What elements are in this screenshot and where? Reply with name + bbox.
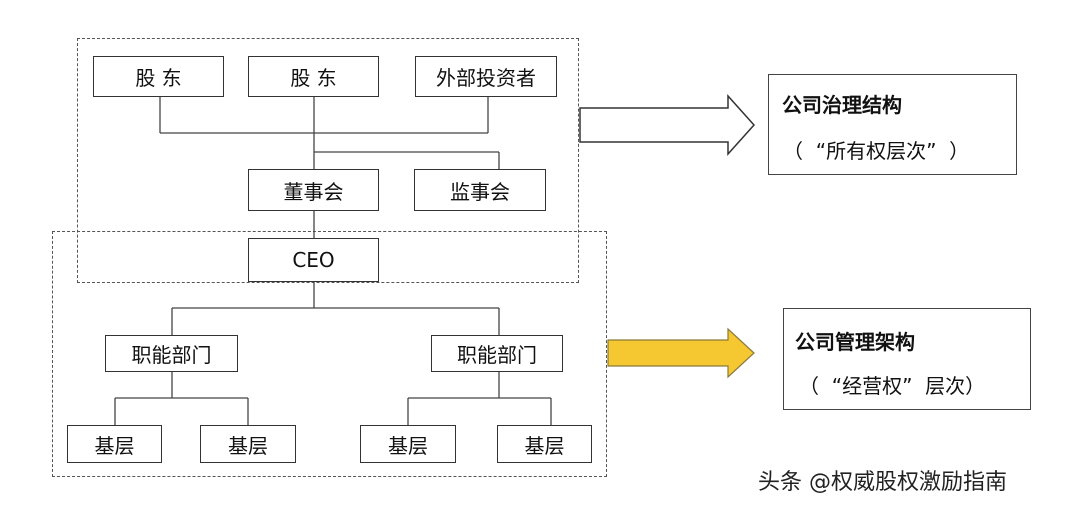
governance-group-outline [77, 38, 579, 283]
management-arrow [607, 327, 755, 379]
functional-dept-right-box: 职能部门 [431, 335, 563, 372]
management-label-box: 公司管理架构 （ “经营权” 层次） [783, 308, 1031, 410]
governance-subtitle: （ “所有权层次” ） [783, 139, 970, 163]
external-investors-box: 外部投资者 [415, 56, 557, 97]
supervisory-board-box: 监事会 [414, 169, 546, 211]
shareholder-box-2: 股 东 [248, 56, 379, 97]
ceo-box: CEO [248, 238, 379, 282]
board-box: 董事会 [248, 169, 379, 211]
management-subtitle: （ “经营权” 层次） [799, 374, 986, 398]
governance-arrow [579, 94, 756, 156]
shareholder-box-1: 股 东 [93, 56, 224, 97]
base-level-box-3: 基层 [360, 425, 456, 463]
base-level-box-4: 基层 [497, 425, 592, 463]
watermark-text: 头条 @权威股权激励指南 [758, 470, 1007, 495]
base-level-box-1: 基层 [67, 425, 162, 463]
governance-label-box: 公司治理结构 （ “所有权层次” ） [768, 74, 1017, 175]
management-group-outline [52, 231, 607, 477]
governance-title: 公司治理结构 [782, 93, 902, 117]
management-title: 公司管理架构 [795, 330, 915, 354]
base-level-box-2: 基层 [200, 425, 296, 463]
functional-dept-left-box: 职能部门 [105, 335, 238, 372]
